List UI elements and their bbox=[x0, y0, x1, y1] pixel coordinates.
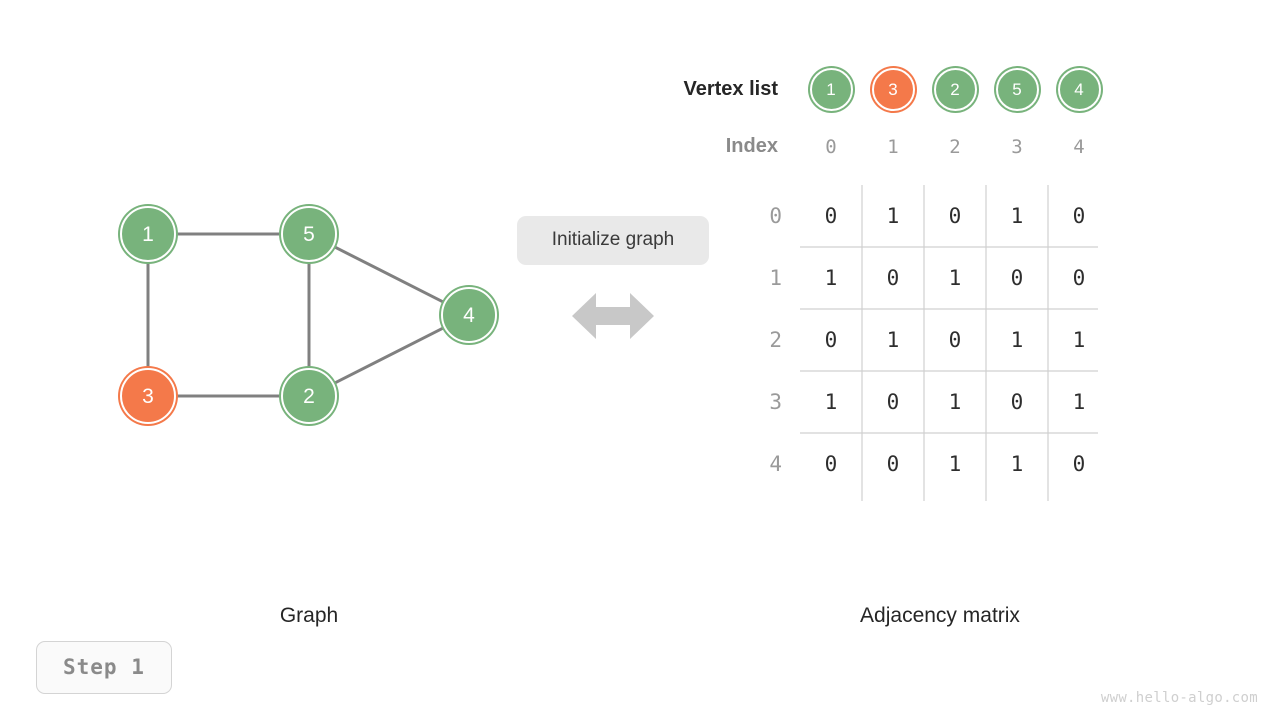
index-cell-3: 3 bbox=[986, 136, 1048, 158]
vertex-cell-3: 5 bbox=[986, 68, 1048, 111]
vertex-chip-2[interactable]: 2 bbox=[933, 68, 977, 111]
vertex-chip-1[interactable]: 1 bbox=[809, 68, 853, 111]
matrix-row-label-1: 1 bbox=[769, 266, 782, 290]
vertex-cell-0: 1 bbox=[800, 68, 862, 111]
vertex-chip-5[interactable]: 5 bbox=[995, 68, 1039, 111]
graph-edge bbox=[333, 326, 445, 385]
matrix-cell-1-4[interactable]: 0 bbox=[1072, 266, 1086, 290]
index-cell-2: 2 bbox=[924, 136, 986, 158]
vertex-list-label: Vertex list bbox=[683, 78, 778, 100]
matrix-cell-3-4[interactable]: 1 bbox=[1072, 390, 1086, 414]
matrix-row: 1 0 1 0 0 bbox=[800, 247, 1110, 309]
vertex-chip-3[interactable]: 3 bbox=[871, 68, 915, 111]
vertex-cell-4: 4 bbox=[1048, 68, 1110, 111]
matrix-cell-0-3[interactable]: 1 bbox=[1010, 204, 1024, 228]
step-badge: Step 1 bbox=[36, 641, 172, 694]
graph-edges-layer bbox=[146, 232, 445, 398]
matrix-cell-3-3[interactable]: 0 bbox=[1010, 390, 1024, 414]
matrix-row-label-4: 4 bbox=[769, 452, 782, 476]
index-value: 4 bbox=[1073, 135, 1085, 158]
graph-node-4[interactable]: 4 bbox=[441, 287, 497, 343]
matrix-cell-2-3[interactable]: 1 bbox=[1010, 328, 1024, 352]
index-value: 3 bbox=[1011, 135, 1023, 158]
matrix-cell-0-2[interactable]: 0 bbox=[948, 204, 962, 228]
matrix-gridlines bbox=[800, 185, 1098, 501]
matrix-row: 0 0 1 1 0 bbox=[800, 433, 1110, 495]
matrix-cell-3-0[interactable]: 1 bbox=[824, 390, 838, 414]
matrix-cell-0-1[interactable]: 1 bbox=[886, 204, 900, 228]
matrix-cell-4-4[interactable]: 0 bbox=[1072, 452, 1086, 476]
matrix-cell-3-2[interactable]: 1 bbox=[948, 390, 962, 414]
matrix-cell-1-0[interactable]: 1 bbox=[824, 266, 838, 290]
index-cell-group: 0 1 2 3 4 bbox=[800, 136, 1110, 158]
vertex-cell-2: 2 bbox=[924, 68, 986, 111]
graph-edge bbox=[333, 245, 445, 304]
matrix-cell-1-1[interactable]: 0 bbox=[886, 266, 900, 290]
index-value: 0 bbox=[825, 135, 837, 158]
graph-caption: Graph bbox=[279, 604, 339, 627]
double-arrow-horizontal-icon bbox=[572, 293, 654, 339]
matrix-cell-4-2[interactable]: 1 bbox=[948, 452, 962, 476]
index-cell-0: 0 bbox=[800, 136, 862, 158]
transform-indicator: Initialize graph bbox=[517, 216, 709, 341]
matrix-cell-2-1[interactable]: 1 bbox=[886, 328, 900, 352]
index-cell-4: 4 bbox=[1048, 136, 1110, 158]
matrix-cell-4-0[interactable]: 0 bbox=[824, 452, 838, 476]
matrix-row: 0 1 0 1 0 bbox=[800, 185, 1110, 247]
matrix-cell-3-1[interactable]: 0 bbox=[886, 390, 900, 414]
vertex-chip-4[interactable]: 4 bbox=[1057, 68, 1101, 111]
matrix-row-label-3: 3 bbox=[769, 390, 782, 414]
matrix-cell-2-0[interactable]: 0 bbox=[824, 328, 838, 352]
index-value: 2 bbox=[949, 135, 961, 158]
index-value: 1 bbox=[887, 135, 899, 158]
index-row: Index 0 1 2 3 4 bbox=[640, 135, 1110, 158]
graph-node-2[interactable]: 2 bbox=[281, 368, 337, 424]
matrix-grid: 0 1 0 1 0 0 1 0 1 0 0 1 0 1 0 1 1 2 1 0 1 0 1 3 0 0 1 1 0 4 bbox=[769, 185, 1110, 501]
matrix-cell-1-2[interactable]: 1 bbox=[948, 266, 962, 290]
vertex-cell-1: 3 bbox=[862, 68, 924, 111]
matrix-row-label-0: 0 bbox=[769, 204, 782, 228]
matrix-row: 0 1 0 1 1 bbox=[800, 309, 1110, 371]
matrix-cell-4-1[interactable]: 0 bbox=[886, 452, 900, 476]
matrix-row: 1 0 1 0 1 bbox=[800, 371, 1110, 433]
graph-node-5[interactable]: 5 bbox=[281, 206, 337, 262]
index-label: Index bbox=[725, 135, 778, 157]
matrix-cell-0-4[interactable]: 0 bbox=[1072, 204, 1086, 228]
matrix-cell-0-0[interactable]: 0 bbox=[824, 204, 838, 228]
watermark: www.hello-algo.com bbox=[1100, 690, 1258, 706]
graph-node-1[interactable]: 1 bbox=[120, 206, 176, 262]
matrix-row-label-2: 2 bbox=[769, 328, 782, 352]
matrix-cell-1-3[interactable]: 0 bbox=[1010, 266, 1024, 290]
matrix-cell-2-4[interactable]: 1 bbox=[1072, 328, 1086, 352]
matrix-cell-4-3[interactable]: 1 bbox=[1010, 452, 1024, 476]
graph-node-3[interactable]: 3 bbox=[120, 368, 176, 424]
index-cell-1: 1 bbox=[862, 136, 924, 158]
matrix-cell-2-2[interactable]: 0 bbox=[948, 328, 962, 352]
transform-label: Initialize graph bbox=[517, 216, 709, 265]
graph-panel: 1 5 3 2 4 bbox=[0, 0, 560, 640]
matrix-caption: Adjacency matrix bbox=[860, 604, 1020, 627]
